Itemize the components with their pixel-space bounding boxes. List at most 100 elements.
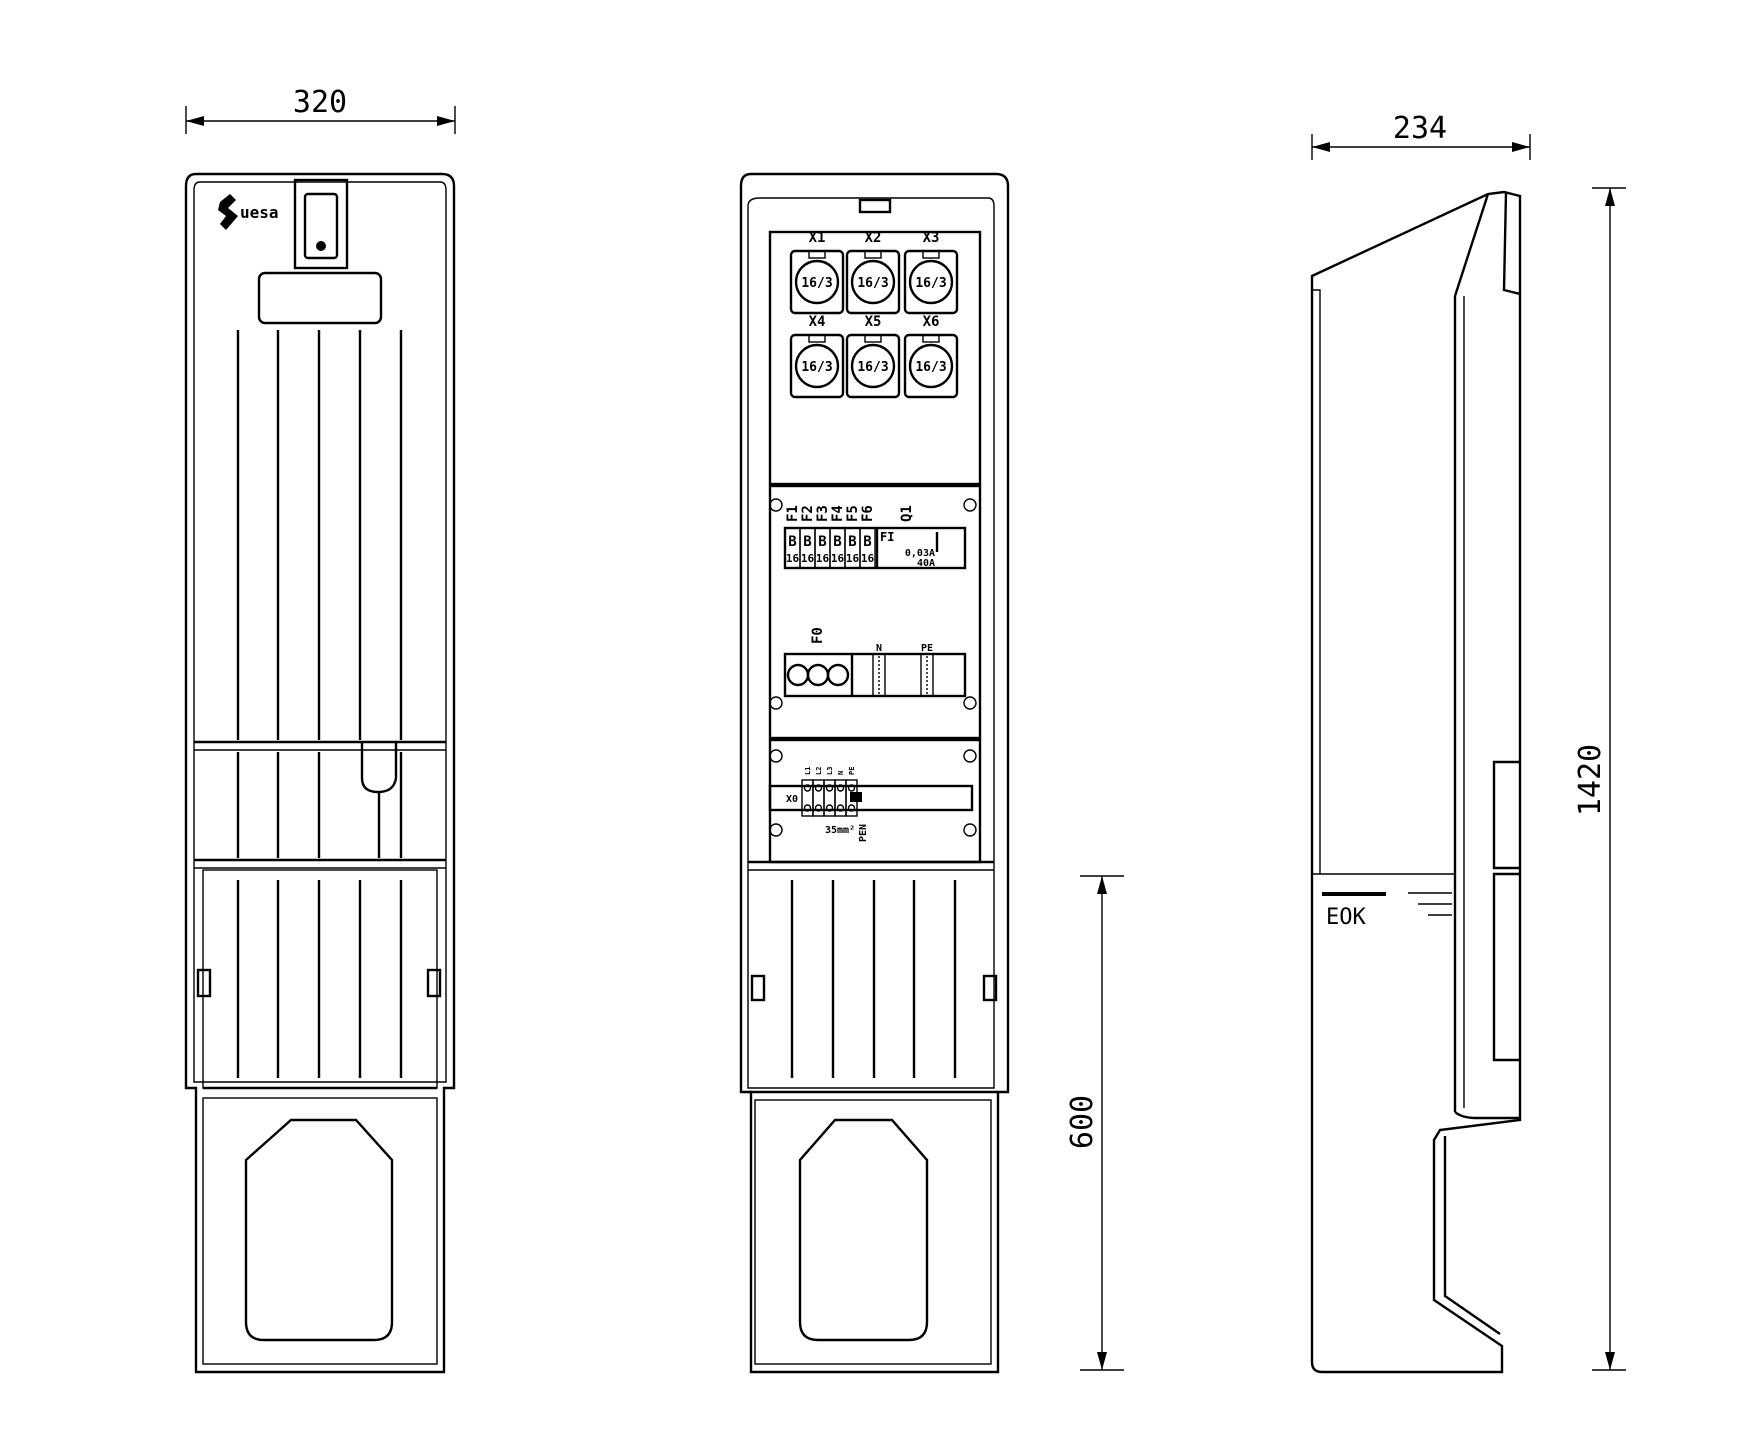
dimension-total-height: 1420: [1573, 187, 1626, 1371]
housing-outline: [184, 172, 456, 1374]
busbar-pe: PE: [920, 643, 934, 697]
dimension-base-height-label: 600: [1065, 1095, 1100, 1149]
lower-ribs: [236, 880, 403, 1078]
dimension-depth-label: 234: [1393, 111, 1447, 146]
socket-label: X5: [865, 314, 882, 330]
breaker-type: B: [803, 534, 811, 550]
side-front-face: [1312, 289, 1321, 874]
side-view: 234 EOK 1420: [1310, 111, 1626, 1374]
dimension-depth: 234: [1311, 111, 1531, 160]
socket-6: X6 16/3: [903, 314, 959, 399]
socket-label: X4: [809, 314, 826, 330]
socket-rating: 16/3: [915, 360, 946, 375]
side-ramp-inner: [1443, 1136, 1501, 1335]
terminal-label: X0: [786, 794, 798, 805]
terminal-phase-label: L2: [815, 767, 823, 775]
base-opening: [244, 1118, 394, 1342]
busbar-pe-label: PE: [921, 643, 933, 654]
open-base-opening: [798, 1118, 929, 1342]
socket-label: X6: [923, 314, 940, 330]
dimension-width-label: 320: [293, 85, 347, 120]
ground-level-label: EOK: [1326, 905, 1366, 930]
rcd-label: Q1: [899, 505, 915, 522]
terminal-l2: L2: [812, 767, 825, 817]
breaker-rating: 16: [816, 552, 830, 565]
breaker-2: B 16: [799, 527, 816, 569]
lock-dot: [316, 241, 326, 251]
socket-label: X1: [809, 230, 826, 246]
breaker-type: B: [788, 534, 796, 550]
fuse-holes: [786, 663, 850, 687]
breaker-4: B16: [829, 527, 846, 569]
breaker-label-1: F1: [785, 505, 801, 522]
socket-rating: 16/3: [857, 276, 888, 291]
socket-panel: [768, 230, 982, 486]
meter-window-frame: [293, 178, 349, 270]
socket-label: X3: [923, 230, 940, 246]
breaker-5: B16: [844, 527, 861, 569]
top-hook: [858, 198, 892, 214]
breaker-type: B: [863, 534, 871, 550]
busbar-n: N: [872, 643, 886, 697]
rcd-name: FI: [880, 530, 894, 544]
socket-rating: 16/3: [857, 360, 888, 375]
socket-rating: 16/3: [801, 276, 832, 291]
side-notch-upper: [1492, 760, 1520, 870]
breaker-1: B16: [784, 527, 801, 569]
terminal-phase-label: L1: [804, 767, 812, 775]
fuse-strip: [783, 652, 967, 698]
logo-mark-icon: [218, 194, 238, 230]
terminal-phase-label: N: [837, 771, 845, 775]
breaker-label-6: F6: [860, 505, 876, 522]
socket-rating: 16/3: [915, 276, 946, 291]
breaker-type: B: [848, 534, 856, 550]
label-plate: [257, 271, 383, 325]
side-door-hinge: [1453, 193, 1490, 297]
rcd-device: FI 0,03A 40A: [875, 528, 939, 569]
breaker-type: B: [818, 534, 826, 550]
open-base-inner: [754, 1099, 992, 1365]
side-door-bottom: [1454, 1111, 1520, 1120]
dimension-base-height: 600: [1065, 875, 1124, 1371]
socket-label: X2: [865, 230, 882, 246]
busbar-n-label: N: [876, 643, 882, 654]
breaker-3: B 16: [814, 527, 831, 569]
open-lower-ribs: [790, 880, 957, 1078]
socket-4: X4 16/3: [789, 314, 845, 399]
socket-1: X1 16/3: [789, 230, 845, 315]
breaker-label-4: F4: [830, 505, 846, 522]
terminal-phase-label: L3: [826, 767, 834, 775]
housing-inner-outline: [193, 181, 447, 1083]
breaker-label-5: F5: [845, 505, 861, 522]
rcd-current: 40A: [917, 558, 935, 569]
upper-ribs: [236, 330, 403, 740]
side-roof-lip: [1502, 191, 1521, 296]
open-housing-outline: [739, 172, 1010, 1374]
breaker-label-2: F2: [800, 505, 816, 522]
side-housing-profile: [1310, 190, 1522, 1374]
base-inner: [202, 1097, 438, 1365]
dimension-total-height-label: 1420: [1573, 744, 1608, 816]
open-latch-right: [982, 974, 998, 1002]
socket-rating: 16/3: [801, 360, 832, 375]
breaker-panel: [768, 484, 982, 740]
breaker-rating: 16: [861, 552, 875, 565]
panel-screws: [769, 498, 977, 837]
socket-3: X3 16/3: [903, 230, 959, 315]
latch-left: [196, 968, 212, 998]
side-notch-lower: [1492, 872, 1520, 1062]
terminal-pe: PE: [845, 767, 858, 817]
open-housing-inner: [747, 197, 995, 1089]
breaker-rating: 16: [801, 552, 815, 565]
rcd-sensitivity: 0,03A: [905, 548, 935, 559]
latch-right: [426, 968, 442, 998]
terminal-l1: L1: [801, 767, 814, 817]
open-latch-left: [750, 974, 766, 1002]
socket-5: X5 16/3: [845, 314, 901, 399]
